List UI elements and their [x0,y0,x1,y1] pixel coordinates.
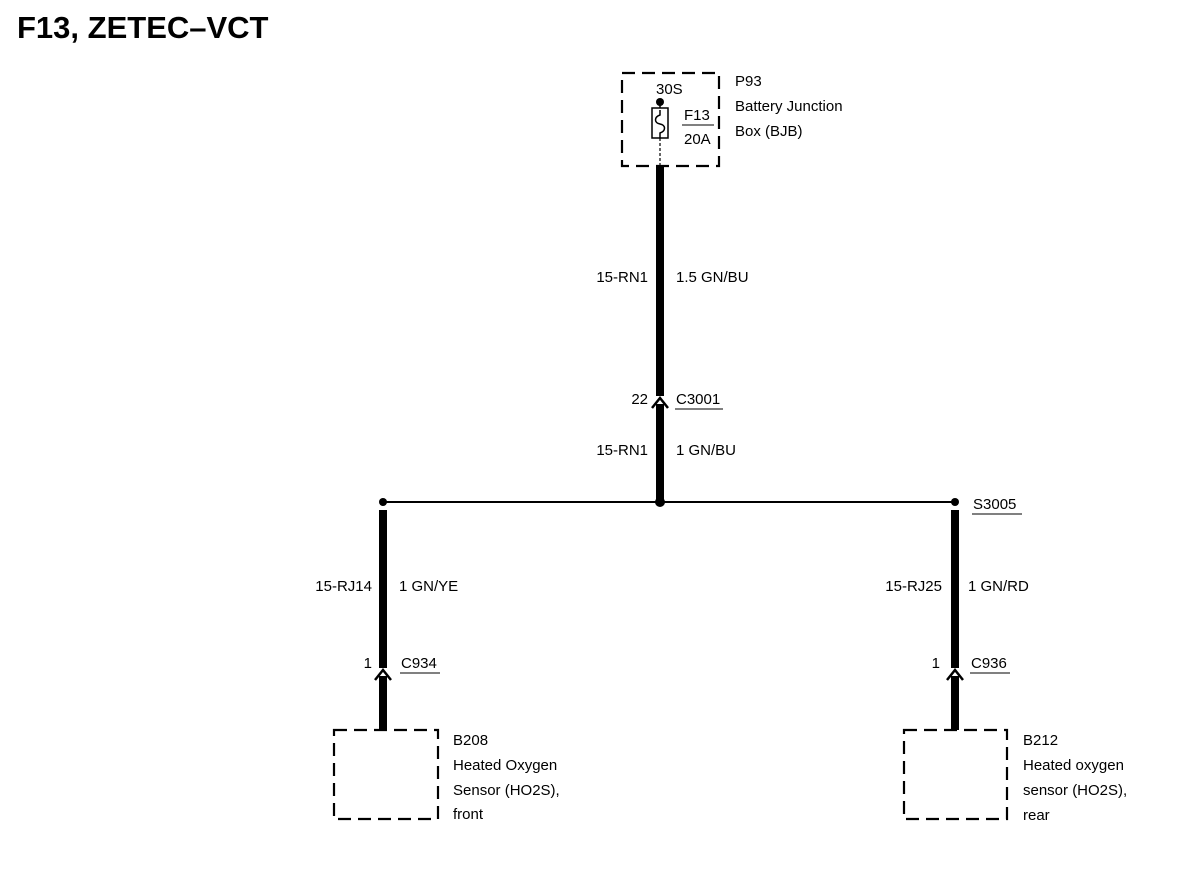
diagram-title: F13, ZETEC–VCT [17,10,269,45]
sensor-b208-line2: Sensor (HO2S), [453,782,560,799]
main-lower-spec-label: 1 GN/BU [676,442,736,459]
sensor-b212-line3: rear [1023,807,1050,824]
connector-c3001-id: C3001 [676,391,720,408]
connector-c934-id: C934 [401,655,437,672]
connector-c936-icon [946,667,964,681]
left-branch-spec-label: 1 GN/YE [399,578,458,595]
splice-id: S3005 [973,496,1016,513]
connector-c3001-icon [651,395,669,409]
fuse-rating-label: 20A [684,131,711,148]
main-upper-spec-label: 1.5 GN/BU [676,269,749,286]
sensor-b212-outline [902,728,1009,821]
fuse-terminal-label: 30S [656,81,683,98]
right-branch-spec-label: 1 GN/RD [968,578,1029,595]
sensor-b208-line3: front [453,806,484,823]
sensor-b208-ref: B208 [453,732,488,749]
fuse-box-name-line1: Battery Junction [735,98,843,115]
fuse-id-label: F13 [684,107,710,124]
main-upper-circuit-label: 15-RN1 [596,269,648,286]
connector-c936-pin: 1 [932,655,940,672]
sensor-b212-ref: B212 [1023,732,1058,749]
connector-c3001-pin: 22 [631,391,648,408]
battery-junction-box-outline [620,71,721,168]
right-branch-circuit-label: 15-RJ25 [885,578,942,595]
left-branch-circuit-label: 15-RJ14 [315,578,372,595]
connector-c934-icon [374,667,392,681]
fuse-box-name-line2: Box (BJB) [735,123,803,140]
fuse-icon [651,102,669,139]
sensor-b208-line1: Heated Oxygen [453,757,557,774]
sensor-b208-outline [332,728,440,821]
main-lower-circuit-label: 15-RN1 [596,442,648,459]
fuse-box-ref: P93 [735,73,762,90]
splice-left-dot [379,498,387,506]
sensor-b212-line2: sensor (HO2S), [1023,782,1127,799]
connector-c934-pin: 1 [364,655,372,672]
connector-c936-id: C936 [971,655,1007,672]
splice-right-dot [951,498,959,506]
sensor-b212-line1: Heated oxygen [1023,757,1124,774]
splice-center-dot [655,497,665,507]
